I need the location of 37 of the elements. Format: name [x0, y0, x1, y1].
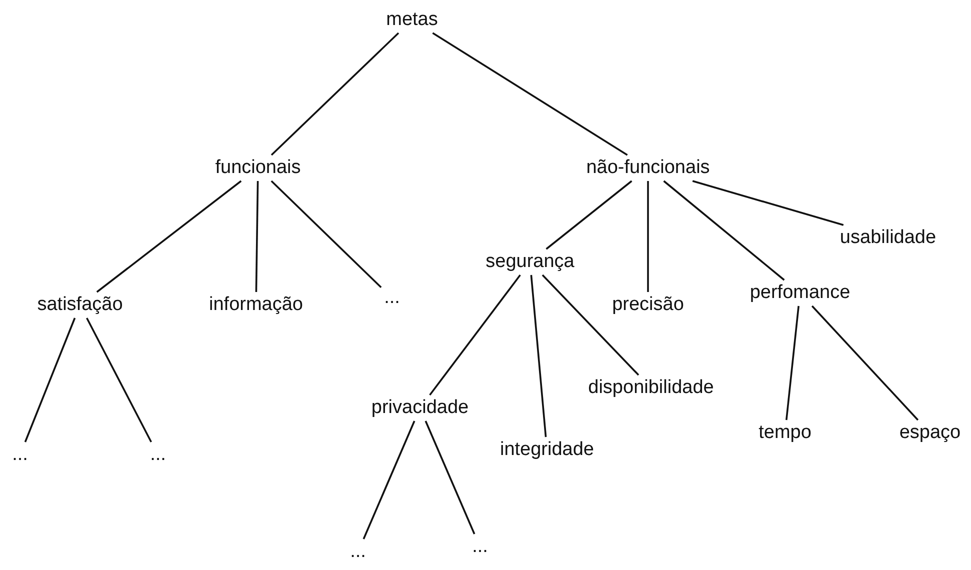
node-label: ... — [147, 442, 169, 468]
tree-line — [270, 32, 400, 156]
tree-line — [270, 180, 382, 288]
tree-line — [255, 180, 259, 292]
node-label: metas — [383, 7, 441, 33]
node-label: precisão — [609, 292, 687, 318]
node-label: perfomance — [746, 280, 854, 306]
node-label: ... — [9, 442, 31, 468]
node-label: informação — [206, 292, 306, 318]
tree-line — [362, 420, 416, 540]
node-label: funcionais — [212, 155, 304, 181]
tree-line — [647, 181, 649, 292]
tree-line — [546, 180, 632, 250]
tree-line — [432, 32, 628, 156]
tree-line — [424, 420, 476, 534]
tree-line — [542, 274, 640, 376]
node-label: tempo — [756, 420, 814, 446]
node-label: ... — [469, 534, 491, 560]
node-label: ... — [347, 539, 369, 565]
tree-line — [692, 180, 844, 226]
node-label: segurança — [482, 249, 578, 275]
node-label: disponibilidade — [585, 375, 717, 401]
tree-line — [429, 274, 521, 396]
tree-line — [86, 318, 152, 442]
node-label: não-funcionais — [583, 155, 713, 181]
tree-line — [786, 306, 800, 420]
node-label: usabilidade — [836, 225, 940, 251]
tree-line — [530, 274, 547, 438]
node-label: ... — [381, 285, 403, 311]
node-label: espaço — [896, 420, 964, 446]
node-label: privacidade — [368, 395, 472, 421]
node-label: integridade — [496, 437, 598, 463]
tree-line — [24, 318, 76, 442]
tree-line — [663, 180, 785, 281]
tree-line — [811, 305, 919, 421]
node-label: satisfação — [34, 292, 126, 318]
tree-line — [96, 180, 242, 293]
